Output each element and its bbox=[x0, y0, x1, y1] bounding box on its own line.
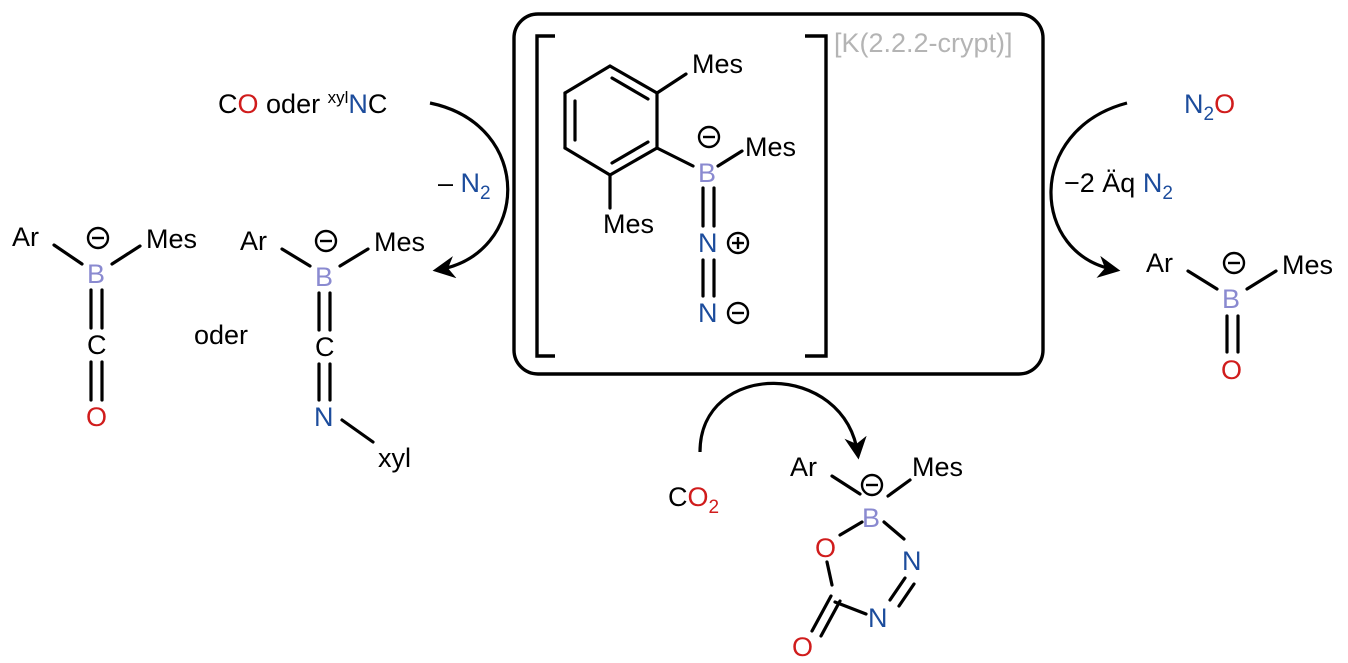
bond-ar-boron bbox=[52, 243, 84, 266]
left-bracket bbox=[535, 34, 555, 358]
mes-label: Mes bbox=[1282, 250, 1333, 280]
double-bond-c-o-exo bbox=[810, 594, 842, 638]
mes-top-label: Mes bbox=[692, 49, 743, 79]
boron-atom: B bbox=[862, 503, 880, 533]
minus-charge-icon bbox=[314, 229, 338, 253]
bond-o-c bbox=[825, 560, 834, 587]
plus-charge-icon bbox=[726, 231, 750, 255]
bond-ring-mes-top bbox=[655, 72, 688, 95]
bond-boron-mes bbox=[338, 247, 370, 268]
oder-label: oder bbox=[194, 320, 248, 350]
boron-atom: B bbox=[698, 158, 716, 188]
right-bracket bbox=[805, 34, 828, 358]
right-reaction-arrow bbox=[1049, 101, 1128, 278]
minus-charge-icon bbox=[1222, 251, 1246, 275]
bond-ring-boron bbox=[655, 146, 695, 168]
oxygen-atom: O bbox=[1221, 355, 1242, 385]
center-box bbox=[512, 12, 1045, 376]
oxygen-atom: O bbox=[86, 402, 107, 432]
nitrogen-end-atom: N bbox=[698, 298, 718, 328]
double-bond-b-o bbox=[1225, 314, 1240, 354]
minus-charge-icon bbox=[86, 226, 110, 250]
bond-n-xyl bbox=[340, 418, 375, 444]
ring-oxygen-atom: O bbox=[815, 533, 836, 563]
bond-ar-boron bbox=[1186, 269, 1219, 291]
mes-left-label: Mes bbox=[603, 209, 654, 239]
mes-label: Mes bbox=[146, 224, 197, 254]
left-reagent-label: CO oder xylNC bbox=[218, 88, 387, 119]
double-bond-n-n bbox=[701, 258, 716, 298]
minus-charge-icon bbox=[726, 301, 750, 325]
nitrogen-mid-atom: N bbox=[698, 228, 718, 258]
xyl-label: xyl bbox=[378, 443, 411, 473]
right-reagent-label: N2O bbox=[1184, 89, 1235, 125]
carbon-atom: C bbox=[315, 332, 335, 362]
double-bond-b-n bbox=[701, 186, 716, 228]
right-loss-label: −2 Äq N2 bbox=[1064, 168, 1173, 204]
counterion-label: [K(2.2.2-crypt)] bbox=[834, 28, 1013, 58]
bond-ar-boron bbox=[280, 247, 312, 268]
minus-charge-icon bbox=[860, 473, 884, 497]
bond-b-n1 bbox=[882, 520, 906, 541]
double-bond-n1-n2 bbox=[888, 576, 916, 608]
ar-label: Ar bbox=[790, 452, 817, 482]
left-reaction-arrow bbox=[429, 101, 510, 279]
ring-nitrogen-2-atom: N bbox=[868, 603, 888, 633]
ar-label: Ar bbox=[12, 222, 39, 252]
left-loss-label: – N2 bbox=[438, 168, 491, 204]
benzene-ring bbox=[563, 64, 659, 177]
minus-charge-icon bbox=[697, 125, 721, 149]
carbon-atom: C bbox=[87, 330, 107, 360]
bond-boron-mes bbox=[886, 478, 912, 498]
double-bond-c-o bbox=[89, 360, 104, 402]
mes-boron-label: Mes bbox=[745, 132, 796, 162]
ar-label: Ar bbox=[240, 226, 267, 256]
ring-nitrogen-1-atom: N bbox=[902, 546, 922, 576]
exo-oxygen-atom: O bbox=[792, 632, 813, 662]
bond-boron-mes bbox=[1245, 269, 1278, 291]
ar-label: Ar bbox=[1146, 248, 1173, 278]
double-bond-b-c bbox=[317, 291, 332, 332]
nitrogen-atom: N bbox=[314, 402, 334, 432]
boron-atom: B bbox=[315, 262, 333, 292]
mes-label: Mes bbox=[912, 452, 963, 482]
mes-label: Mes bbox=[374, 227, 425, 257]
bond-b-o-ring bbox=[838, 520, 864, 537]
bond-boron-mes bbox=[110, 244, 142, 266]
double-bond-c-n bbox=[317, 362, 332, 402]
boron-atom: B bbox=[1222, 284, 1240, 314]
boron-atom: B bbox=[87, 259, 105, 289]
bond-boron-mes bbox=[716, 149, 744, 168]
bottom-reagent-label: CO2 bbox=[668, 482, 719, 518]
double-bond-b-c bbox=[89, 288, 104, 330]
bond-ar-boron bbox=[830, 474, 862, 496]
bottom-reaction-arrow bbox=[698, 381, 867, 460]
